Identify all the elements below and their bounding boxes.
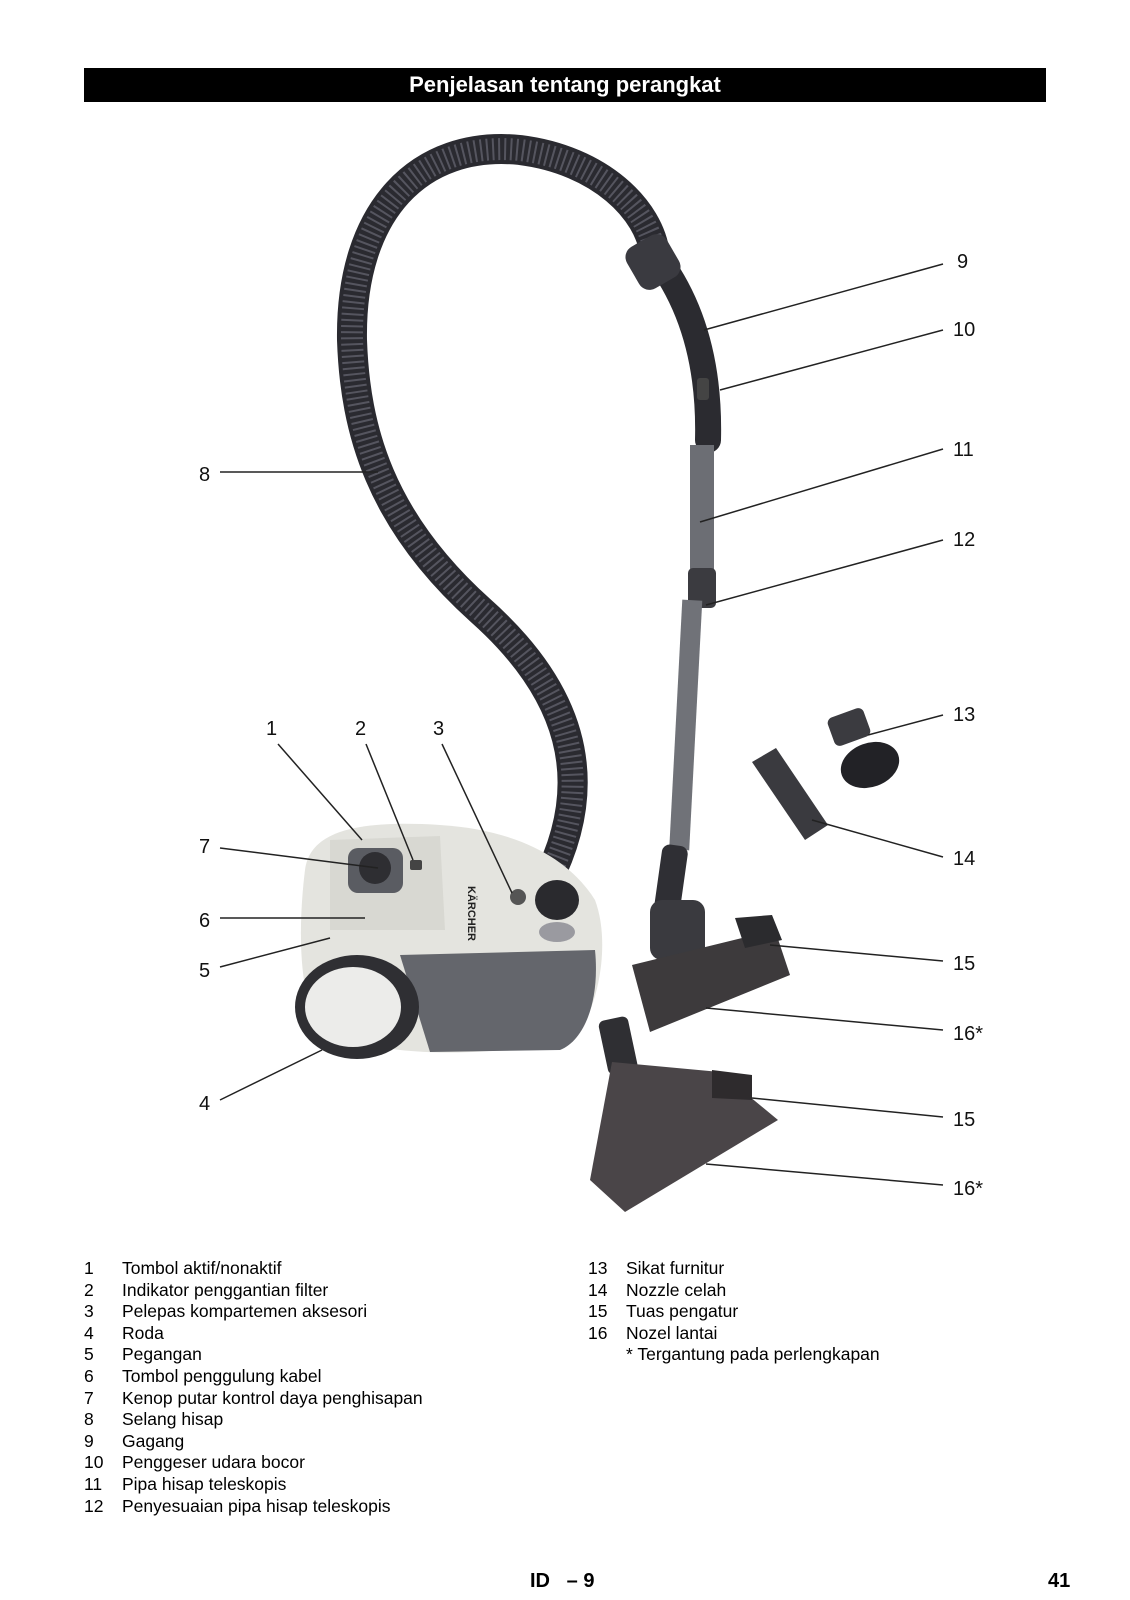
callout-6: 6 bbox=[199, 910, 210, 932]
callout-15a: 15 bbox=[953, 953, 975, 975]
telescopic-tube bbox=[690, 445, 714, 575]
vacuum-body: KÄRCHER bbox=[295, 823, 603, 1059]
callout-16a: 16* bbox=[953, 1023, 983, 1045]
page-title: Penjelasan tentang perangkat bbox=[84, 68, 1046, 102]
brand-logo: KÄRCHER bbox=[465, 886, 478, 941]
leader-lines bbox=[219, 263, 944, 1186]
callout-7: 7 bbox=[199, 836, 210, 858]
crevice-nozzle bbox=[752, 748, 828, 840]
legend-footnote: * Tergantung pada perlengkapan bbox=[626, 1344, 880, 1365]
footer-page-number: 41 bbox=[1048, 1570, 1071, 1592]
callout-12: 12 bbox=[953, 529, 975, 551]
callout-1: 1 bbox=[266, 718, 277, 740]
callout-9: 9 bbox=[957, 251, 968, 273]
floor-nozzle-2 bbox=[590, 1016, 778, 1212]
callout-4: 4 bbox=[199, 1093, 210, 1115]
callout-3: 3 bbox=[433, 718, 444, 740]
callout-5: 5 bbox=[199, 960, 210, 982]
callout-15b: 15 bbox=[953, 1109, 975, 1131]
floor-nozzle-1 bbox=[632, 900, 790, 1032]
callout-8: 8 bbox=[199, 464, 210, 486]
callout-numbers: 1 2 3 4 5 6 7 8 9 10 11 12 13 14 15 16* … bbox=[199, 251, 983, 1200]
callout-13: 13 bbox=[953, 704, 975, 726]
callout-2: 2 bbox=[355, 718, 366, 740]
footer-section-label: ID – 9 bbox=[530, 1570, 595, 1592]
callout-16b: 16* bbox=[953, 1178, 983, 1200]
callout-10: 10 bbox=[953, 319, 975, 341]
callout-11: 11 bbox=[953, 439, 974, 461]
callout-14: 14 bbox=[953, 848, 975, 870]
furniture-brush bbox=[827, 708, 900, 789]
